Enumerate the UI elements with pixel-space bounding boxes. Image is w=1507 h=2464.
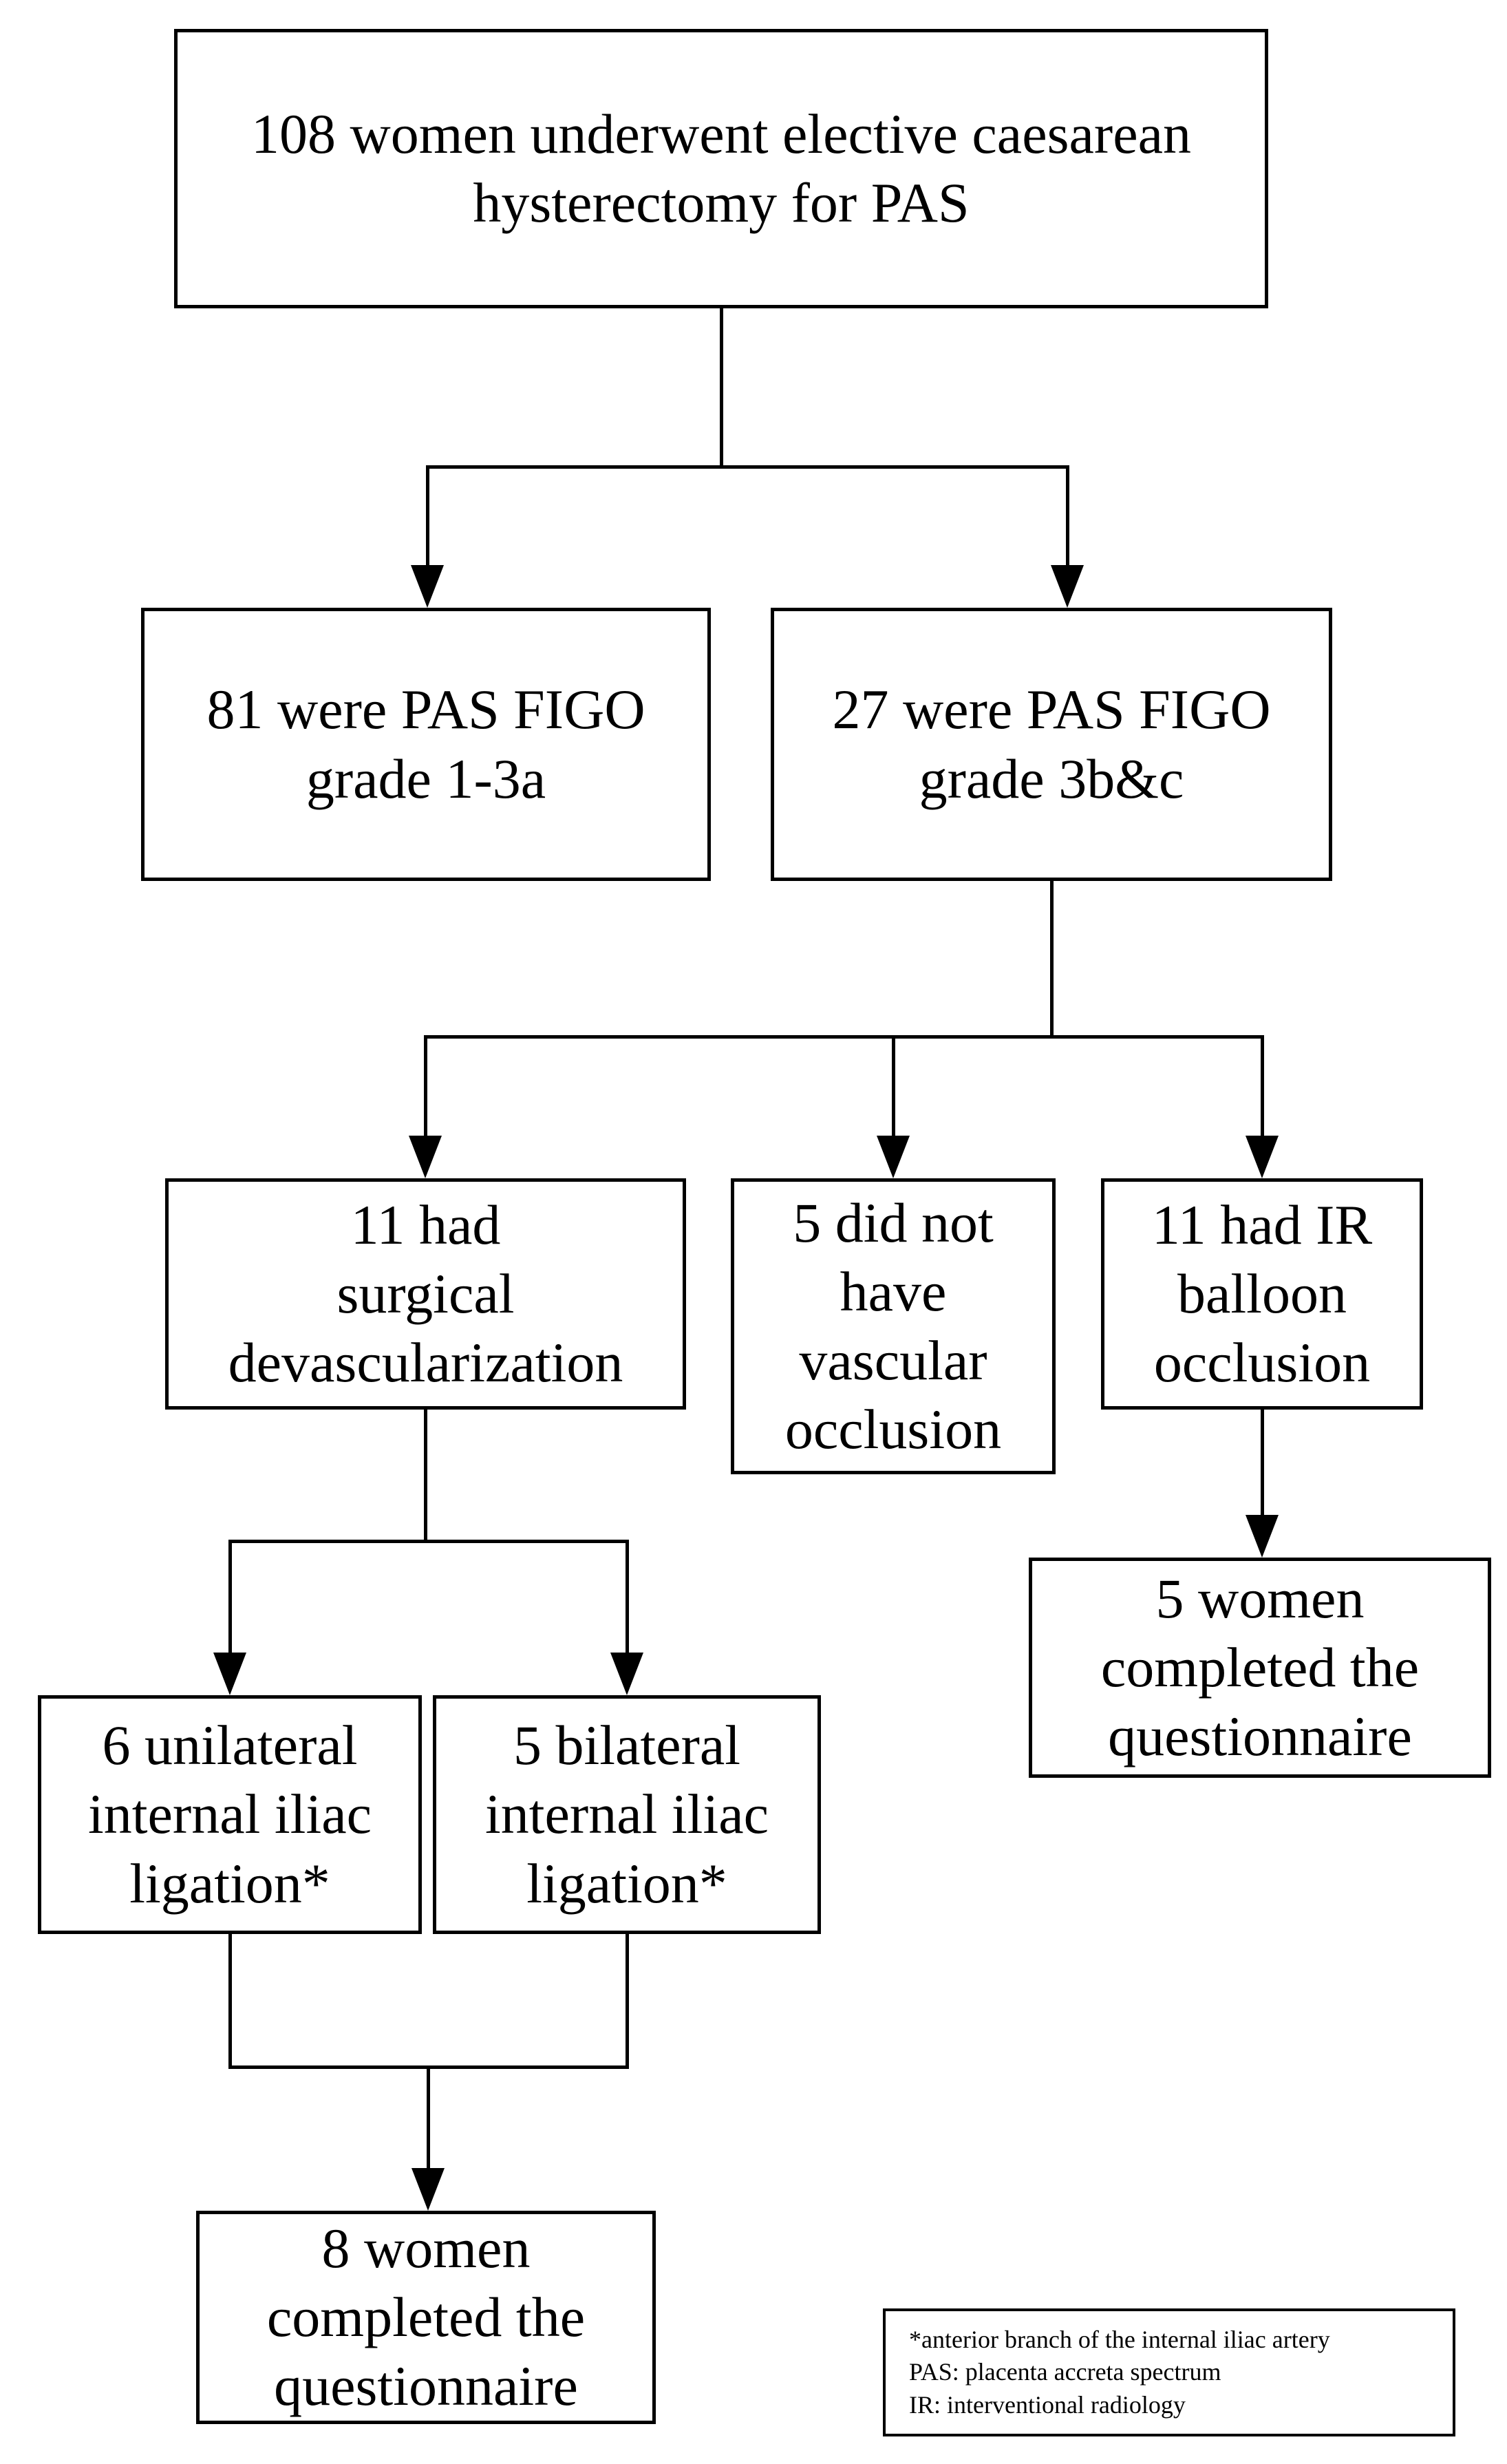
connector-drop-bilateral — [626, 1540, 629, 1657]
footnote-box: *anterior branch of the internal iliac a… — [883, 2308, 1455, 2436]
arrowhead-no-occlusion — [877, 1136, 910, 1178]
connector-drop-figo-1-3a — [426, 465, 429, 569]
node-figo-grade-1-3a-label: 81 were PAS FIGO grade 1-3a — [206, 678, 645, 810]
connector-drop-surgical — [424, 1035, 427, 1140]
arrowhead-figo-3bc — [1051, 565, 1084, 608]
node-ir-balloon-occlusion: 11 had IR balloon occlusion — [1101, 1178, 1423, 1410]
connector-bilateral-stem — [626, 1934, 629, 2069]
connector-surgical-split-bar — [228, 1540, 629, 1543]
node-surgical-devascularization: 11 had surgical devascularization — [165, 1178, 686, 1410]
connector-figo-3bc-stem — [1050, 881, 1054, 1039]
node-figo-grade-3bc: 27 were PAS FIGO grade 3b&c — [771, 608, 1332, 881]
connector-unilateral-stem — [228, 1934, 232, 2069]
node-no-vascular-occlusion: 5 did not have vascular occlusion — [731, 1178, 1056, 1474]
node-questionnaire-ligation-group: 8 women completed the questionnaire — [196, 2211, 656, 2424]
connector-surgical-stem — [424, 1410, 427, 1543]
node-figo-grade-1-3a: 81 were PAS FIGO grade 1-3a — [141, 608, 711, 881]
node-figo-grade-3bc-label: 27 were PAS FIGO grade 3b&c — [832, 678, 1271, 810]
arrowhead-bilateral — [610, 1653, 643, 1695]
arrowhead-ir-balloon — [1246, 1136, 1279, 1178]
node-questionnaire-ir-group-label: 5 women completed the questionnaire — [1100, 1566, 1420, 1768]
connector-figo-3bc-split-bar — [424, 1035, 1264, 1039]
arrowhead-surgical — [409, 1136, 442, 1178]
node-surgical-devascularization-label: 11 had surgical devascularization — [228, 1193, 623, 1394]
node-total-cohort: 108 women underwent elective caesarean h… — [174, 29, 1268, 308]
arrowhead-unilateral — [213, 1653, 246, 1695]
footnote-line-asterisk: *anterior branch of the internal iliac a… — [909, 2325, 1330, 2353]
node-ir-balloon-occlusion-label: 11 had IR balloon occlusion — [1151, 1193, 1373, 1394]
arrowhead-questionnaire-ligation — [412, 2168, 445, 2211]
arrowhead-questionnaire-ir — [1246, 1515, 1279, 1558]
connector-root-stem — [720, 308, 723, 468]
footnote-line-ir: IR: interventional radiology — [909, 2390, 1186, 2419]
node-total-cohort-label: 108 women underwent elective caesarean h… — [250, 102, 1191, 234]
node-questionnaire-ir-group: 5 women completed the questionnaire — [1029, 1558, 1491, 1778]
connector-drop-figo-3bc — [1066, 465, 1069, 569]
footnote-line-pas: PAS: placenta accreta spectrum — [909, 2358, 1221, 2386]
connector-ir-to-questionnaire — [1261, 1410, 1264, 1518]
connector-merge-to-questionnaire — [427, 2065, 430, 2172]
node-unilateral-ligation-label: 6 unilateral internal iliac ligation* — [87, 1714, 372, 1915]
arrowhead-figo-1-3a — [411, 565, 444, 608]
connector-root-split-bar — [426, 465, 1069, 469]
connector-drop-no-occlusion — [892, 1035, 895, 1140]
node-unilateral-ligation: 6 unilateral internal iliac ligation* — [38, 1695, 422, 1934]
node-bilateral-ligation-label: 5 bilateral internal iliac ligation* — [484, 1714, 769, 1915]
node-no-vascular-occlusion-label: 5 did not have vascular occlusion — [784, 1191, 1002, 1461]
node-bilateral-ligation: 5 bilateral internal iliac ligation* — [433, 1695, 821, 1934]
connector-drop-unilateral — [228, 1540, 232, 1657]
node-questionnaire-ligation-group-label: 8 women completed the questionnaire — [266, 2216, 586, 2418]
connector-drop-ir-balloon — [1261, 1035, 1264, 1140]
